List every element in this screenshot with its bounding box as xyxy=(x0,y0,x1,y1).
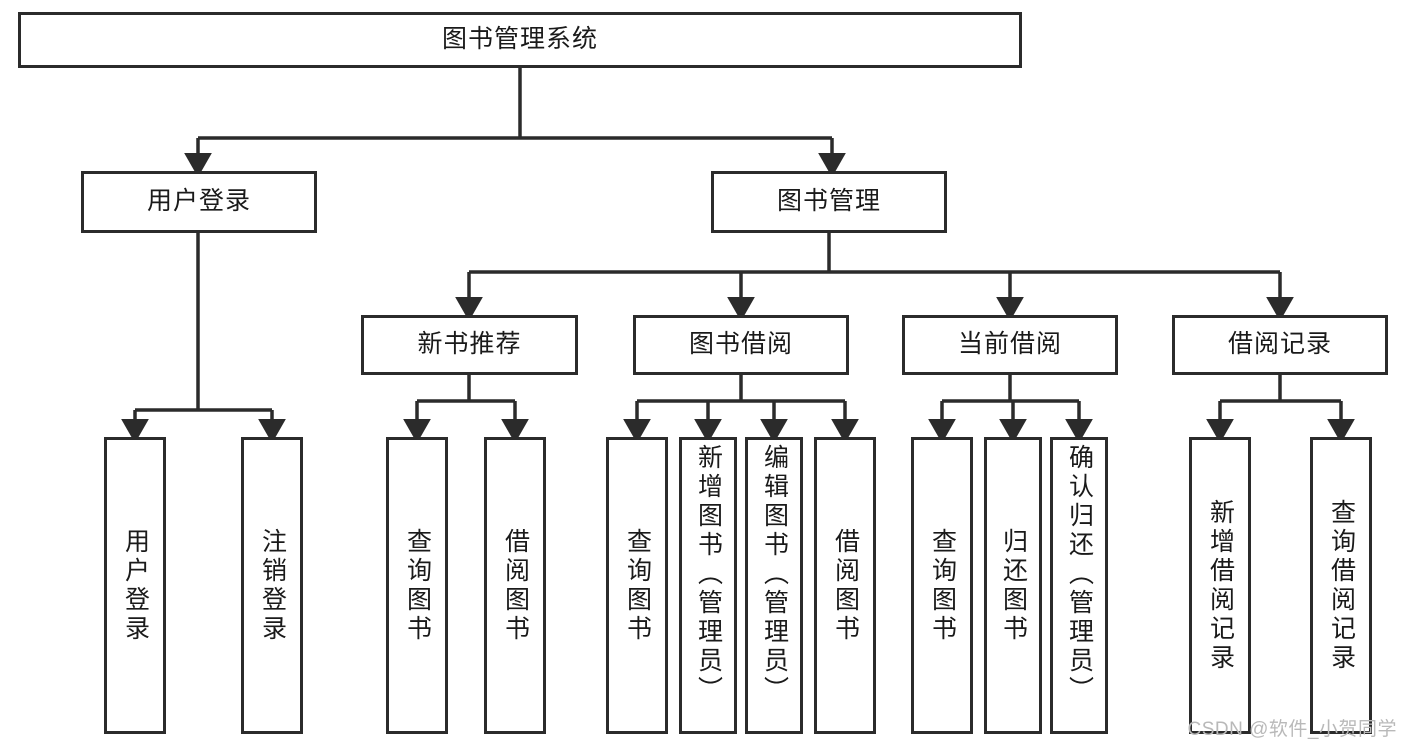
node-user-login-label: 用户登录 xyxy=(146,187,251,216)
node-root-label: 图书管理系统 xyxy=(441,25,598,54)
node-leaf-user-login-label: 用户登录 xyxy=(121,527,150,644)
node-current-borrow-label: 当前借阅 xyxy=(957,330,1062,359)
node-leaf-borrow-book-1[interactable]: 借阅图书 xyxy=(484,437,546,734)
node-leaf-add-record[interactable]: 新增借阅记录 xyxy=(1189,437,1251,734)
node-leaf-confirm-return-label: 确认归还（管理员） xyxy=(1065,444,1094,705)
node-leaf-borrow-book-2-label: 借阅图书 xyxy=(831,527,860,644)
node-leaf-borrow-book-2[interactable]: 借阅图书 xyxy=(814,437,876,734)
node-book-manage[interactable]: 图书管理 xyxy=(711,171,947,233)
node-leaf-confirm-return[interactable]: 确认归还（管理员） xyxy=(1050,437,1108,734)
node-leaf-query-book-3-label: 查询图书 xyxy=(928,527,957,644)
node-current-borrow[interactable]: 当前借阅 xyxy=(902,315,1118,375)
node-leaf-query-book-2[interactable]: 查询图书 xyxy=(606,437,668,734)
node-leaf-add-record-label: 新增借阅记录 xyxy=(1206,498,1235,673)
node-leaf-query-book-1-label: 查询图书 xyxy=(403,527,432,644)
node-leaf-query-book-2-label: 查询图书 xyxy=(623,527,652,644)
node-leaf-query-record[interactable]: 查询借阅记录 xyxy=(1310,437,1372,734)
node-leaf-edit-book-label: 编辑图书（管理员） xyxy=(760,444,789,705)
node-leaf-edit-book[interactable]: 编辑图书（管理员） xyxy=(745,437,803,734)
node-book-borrow[interactable]: 图书借阅 xyxy=(633,315,849,375)
node-new-book-rec[interactable]: 新书推荐 xyxy=(361,315,578,375)
node-leaf-query-book-3[interactable]: 查询图书 xyxy=(911,437,973,734)
node-leaf-return-book[interactable]: 归还图书 xyxy=(984,437,1042,734)
node-leaf-add-book-label: 新增图书（管理员） xyxy=(694,444,723,705)
node-leaf-borrow-book-1-label: 借阅图书 xyxy=(501,527,530,644)
node-leaf-query-record-label: 查询借阅记录 xyxy=(1327,498,1356,673)
node-new-book-rec-label: 新书推荐 xyxy=(417,330,522,359)
watermark: CSDN @软件_小贺同学 xyxy=(1187,719,1397,740)
node-leaf-user-login[interactable]: 用户登录 xyxy=(104,437,166,734)
node-leaf-query-book-1[interactable]: 查询图书 xyxy=(386,437,448,734)
node-borrow-record[interactable]: 借阅记录 xyxy=(1172,315,1388,375)
node-user-login[interactable]: 用户登录 xyxy=(81,171,317,233)
node-leaf-add-book[interactable]: 新增图书（管理员） xyxy=(679,437,737,734)
node-root[interactable]: 图书管理系统 xyxy=(18,12,1022,68)
node-borrow-record-label: 借阅记录 xyxy=(1227,330,1332,359)
node-leaf-return-book-label: 归还图书 xyxy=(999,527,1028,644)
node-book-manage-label: 图书管理 xyxy=(776,187,881,216)
node-leaf-logout-label: 注销登录 xyxy=(258,527,287,644)
node-book-borrow-label: 图书借阅 xyxy=(688,330,793,359)
node-leaf-logout[interactable]: 注销登录 xyxy=(241,437,303,734)
